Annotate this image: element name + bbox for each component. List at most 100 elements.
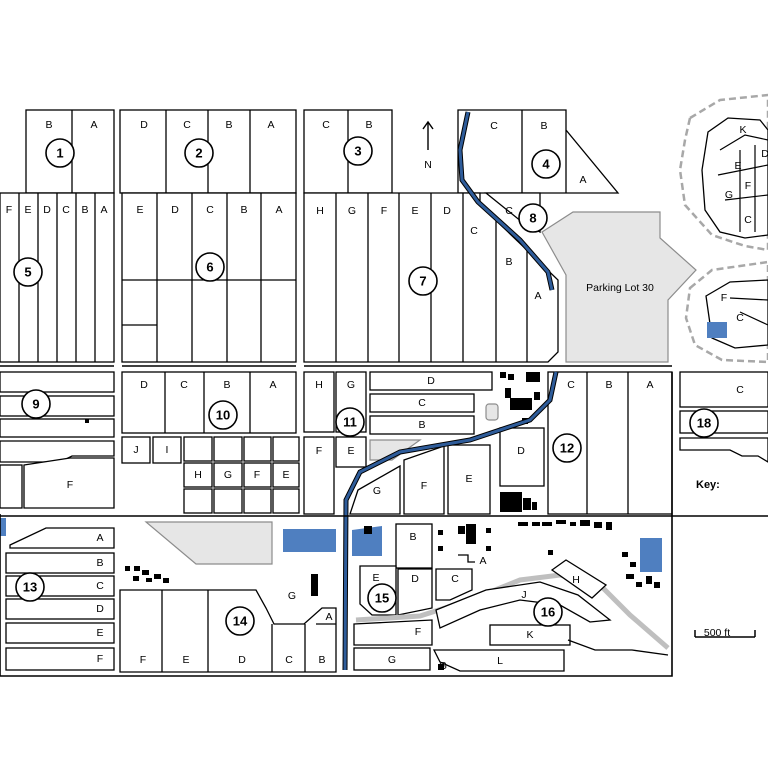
sublot-label: J xyxy=(133,444,138,456)
sublot-label: C xyxy=(180,379,188,391)
sublot-label: H xyxy=(572,574,580,586)
sublot-label: B xyxy=(540,120,547,132)
area-marker-4[interactable] xyxy=(531,149,561,179)
sublot-label: C xyxy=(567,379,575,391)
area-12: C B A D F E G xyxy=(349,371,673,515)
area-marker-13[interactable] xyxy=(15,572,45,602)
area-marker-18[interactable] xyxy=(689,408,719,438)
area-marker-16[interactable] xyxy=(533,597,563,627)
area-17: K E D F G C F C xyxy=(678,93,768,364)
sublot-label: E xyxy=(282,469,289,481)
sublot-label: B xyxy=(45,119,52,131)
sublot-label: F xyxy=(97,653,103,665)
area-marker-3[interactable] xyxy=(343,136,373,166)
sublot-label: J xyxy=(521,589,526,601)
north-arrow: N xyxy=(422,120,434,171)
sublot-label: F xyxy=(381,205,387,217)
area-2: D C B A xyxy=(119,109,297,194)
sublot-label: C xyxy=(96,580,104,592)
sublot-label: I xyxy=(166,444,169,456)
sublot-label: A xyxy=(479,555,486,567)
area-1: B A xyxy=(25,109,115,194)
area-marker-14[interactable] xyxy=(225,606,255,636)
area-number: 14 xyxy=(233,613,248,628)
north-label: N xyxy=(424,159,432,171)
area-4: C B A xyxy=(457,109,620,194)
sublot-label: E xyxy=(182,654,189,666)
sublot-label: C xyxy=(183,119,191,131)
sublot-label: F xyxy=(6,204,12,216)
sublot-label: A xyxy=(325,611,332,623)
sublot-label: B xyxy=(505,256,512,268)
key-label: Key: xyxy=(696,479,720,491)
area-marker-5[interactable] xyxy=(13,257,43,287)
area-marker-11[interactable] xyxy=(335,407,365,437)
sublot-label: C xyxy=(322,119,330,131)
sublot-label: A xyxy=(96,532,103,544)
sublot-label: C xyxy=(744,214,752,226)
sublot-label: F xyxy=(721,292,727,304)
sublot-label: A xyxy=(579,174,586,186)
sublot-label: B xyxy=(240,204,247,216)
sublot-label: D xyxy=(427,375,435,387)
sublot-label: G xyxy=(725,189,733,201)
sublot-label: F xyxy=(67,479,73,491)
sublot-label: B xyxy=(318,654,325,666)
sublot-label: K xyxy=(526,629,533,641)
sublot-label: C xyxy=(736,384,744,396)
sublot-label: D xyxy=(443,205,451,217)
sublot-label: D xyxy=(761,148,768,160)
area-number: 8 xyxy=(529,210,536,225)
area-marker-9[interactable] xyxy=(21,389,51,419)
area-marker-8[interactable] xyxy=(518,203,548,233)
sublot-label: E xyxy=(347,445,354,457)
sublot-label: B xyxy=(418,419,425,431)
sublot-label: G xyxy=(373,485,381,497)
sublot-label: C xyxy=(418,397,426,409)
area-number: 10 xyxy=(216,407,230,422)
sublot-label: D xyxy=(238,654,246,666)
sublot-label: G xyxy=(388,654,396,666)
sublot-label: C xyxy=(470,225,478,237)
sublot-label: E xyxy=(136,204,143,216)
sublot-label: D xyxy=(43,204,51,216)
sublot-label: A xyxy=(267,119,274,131)
sublot-label: B xyxy=(365,119,372,131)
area-marker-10[interactable] xyxy=(208,400,238,430)
buildings-cluster-south xyxy=(438,520,660,670)
parking-lot-label: Parking Lot 30 xyxy=(586,282,654,294)
area-number: 9 xyxy=(32,396,39,411)
area-16: H J K L G xyxy=(432,559,669,672)
area-marker-15[interactable] xyxy=(367,583,397,613)
sublot-label: H xyxy=(194,469,202,481)
area-marker-7[interactable] xyxy=(408,266,438,296)
sublot-label: C xyxy=(490,120,498,132)
sublot-label: G xyxy=(348,205,356,217)
sublot-label: C xyxy=(505,205,513,217)
area-number: 11 xyxy=(343,414,357,429)
area-marker-1[interactable] xyxy=(45,138,75,168)
area-number: 7 xyxy=(419,273,426,288)
area-number: 5 xyxy=(24,264,31,279)
sublot-label: B xyxy=(605,379,612,391)
sublot-label: F xyxy=(140,654,146,666)
scale-label: 500 ft xyxy=(704,627,730,639)
area-marker-12[interactable] xyxy=(552,433,582,463)
sublot-label: D xyxy=(140,379,148,391)
area-marker-2[interactable] xyxy=(184,138,214,168)
area-number-markers: 1 2 3 4 5 6 7 8 9 10 11 12 13 14 15 16 1… xyxy=(13,136,719,636)
area-number: 13 xyxy=(23,579,37,594)
sublot-label: B xyxy=(96,557,103,569)
area-14: F E D C B A G xyxy=(119,589,337,673)
sublot-label: B xyxy=(81,204,88,216)
area-marker-6[interactable] xyxy=(195,252,225,282)
area-number: 12 xyxy=(560,440,574,455)
sublot-label: H xyxy=(316,205,324,217)
area-9: F xyxy=(0,371,115,509)
sublot-label: F xyxy=(745,180,751,192)
sublot-label: C xyxy=(451,573,459,585)
area-number: 16 xyxy=(541,604,555,619)
sublot-label: D xyxy=(517,445,525,457)
area-number: 1 xyxy=(56,145,63,160)
sublot-label: G xyxy=(224,469,232,481)
